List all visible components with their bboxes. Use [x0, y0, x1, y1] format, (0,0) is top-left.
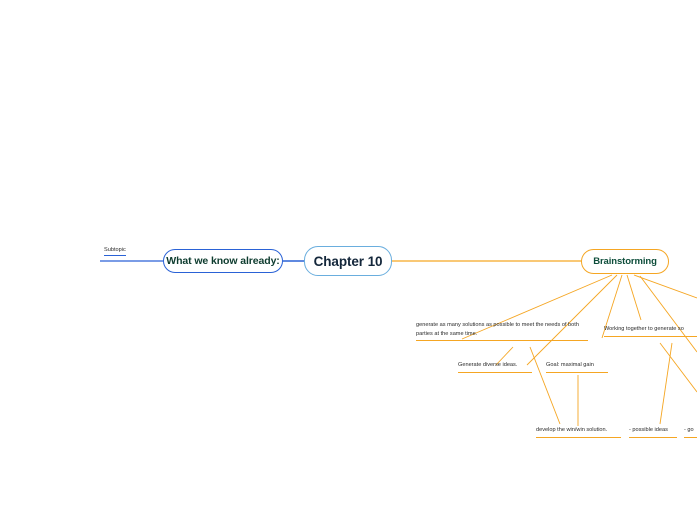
- node-goal-maximal-gain[interactable]: Goal: maximal gain: [546, 361, 608, 373]
- node-go-clipped[interactable]: - go: [684, 426, 697, 438]
- node-what-we-know-already[interactable]: What we know already:: [163, 249, 283, 273]
- node-chapter-10[interactable]: Chapter 10: [304, 246, 392, 276]
- node-working-together[interactable]: Working together to generate so: [604, 325, 697, 337]
- node-develop-win-win-solution[interactable]: develop the win/win solution.: [536, 426, 621, 438]
- node-brainstorming[interactable]: Brainstorming: [581, 249, 669, 274]
- node-possible-ideas[interactable]: - possible ideas: [629, 426, 677, 438]
- node-generate-diverse-ideas[interactable]: Generate diverse ideas.: [458, 361, 532, 373]
- node-generate-many-solutions[interactable]: generate as many solutions as possible t…: [416, 321, 588, 342]
- node-subtopic[interactable]: Subtopic: [104, 247, 126, 256]
